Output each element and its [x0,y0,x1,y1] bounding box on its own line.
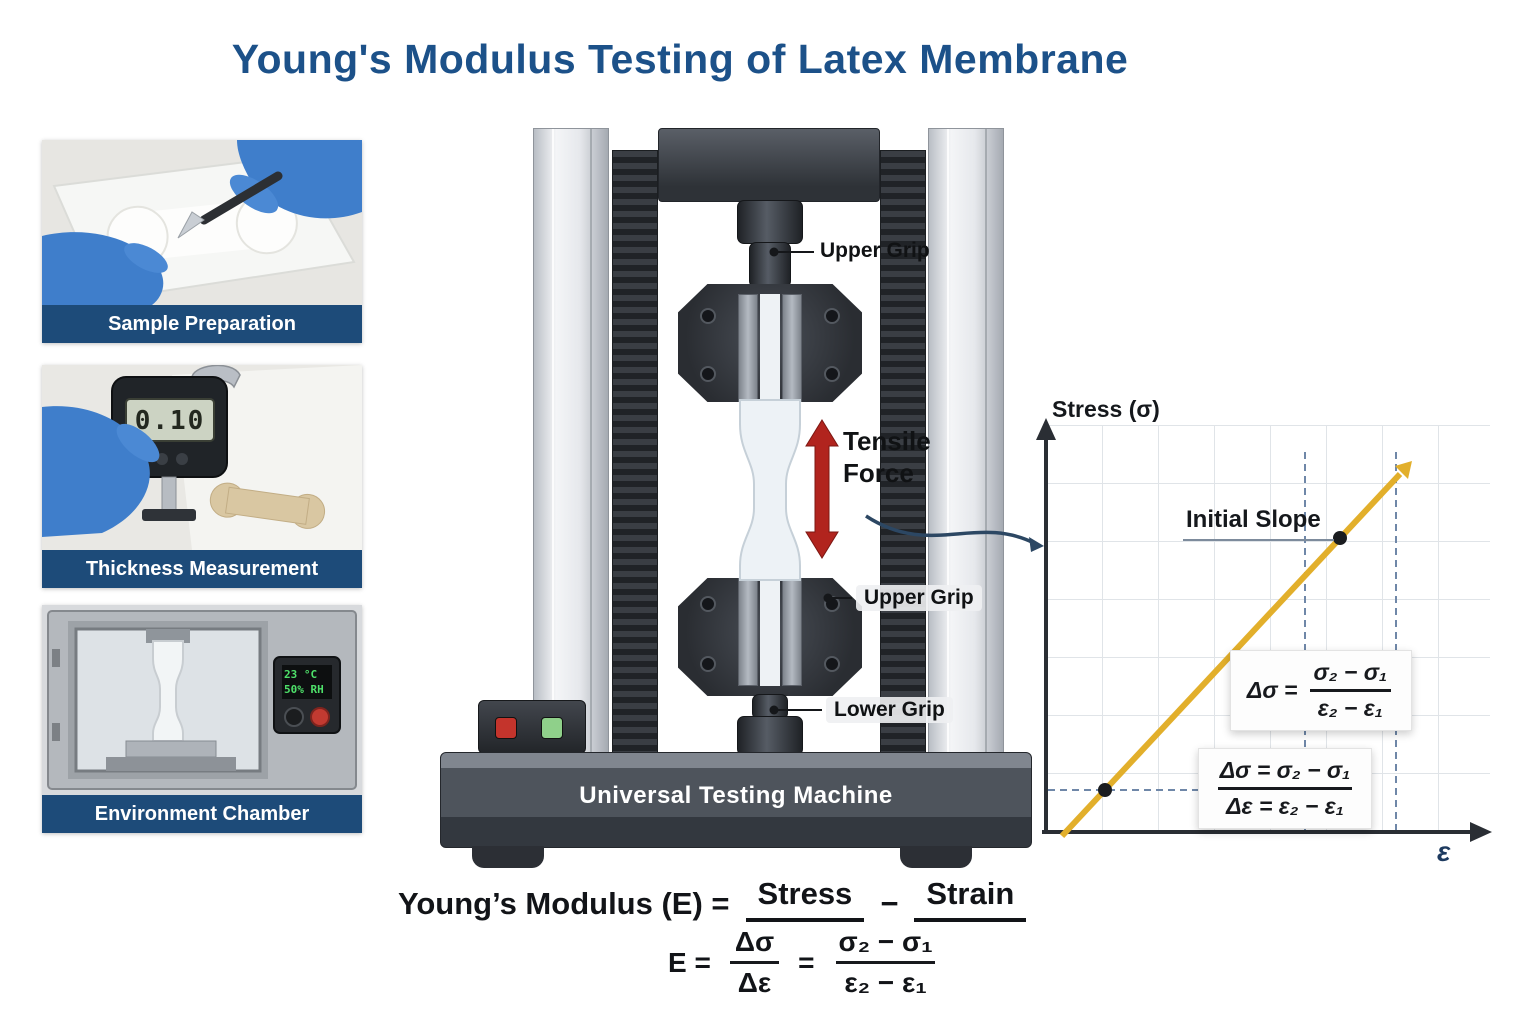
chamber-black-button-icon [284,707,304,727]
machine-control-panel [478,700,586,754]
machine-foot [900,846,972,868]
x-axis-label: ε [1437,836,1451,867]
chamber-top-bracket [146,629,190,643]
formula-fraction: Δσ = σ₂ − σ₁ Δε = ε₂ − ε₁ [1212,757,1359,820]
sample-preparation-illustration [42,140,362,305]
slope-formula-box-2: Δσ = σ₂ − σ₁ Δε = ε₂ − ε₁ [1198,748,1372,829]
environment-chamber-illustration [42,605,362,795]
lower-grip-body [678,578,862,696]
formula-fraction: σ₂ − σ₁ ε₂ − ε₁ [1305,659,1395,722]
fraction-numerator: Δσ [734,926,775,957]
chamber-temperature: 23 °C [284,668,318,681]
chamber-humidity: 50% RH [284,683,324,696]
bolt-icon [824,656,840,672]
sigma-epsilon-fraction: σ₂ − σ₁ ε₂ − ε₁ [830,926,940,999]
gauge-anvil [142,509,196,521]
youngs-modulus-equation-line1: Young’s Modulus (E) = Stress − Strain [398,876,1027,922]
mid-grip-label: Upper Grip [856,585,982,611]
fraction-denominator: ε₂ − ε₁ [1309,689,1391,722]
thickness-measurement-photo [42,365,362,550]
gauge-lcd [125,398,215,442]
chamber-display [282,665,332,699]
e-prefix: E = [668,946,711,978]
gauge-reading: 0.10 [134,406,206,436]
machine-crosshead [658,128,880,202]
stress-term: Stress [745,876,865,922]
bolt-icon [824,596,840,612]
scalpel-blade [177,211,205,239]
thickness-measurement-illustration [42,365,362,550]
chamber-hinge [52,723,60,741]
chamber-red-button-icon [310,707,330,727]
machine-right-column [928,128,1004,758]
fraction-numerator: σ₂ − σ₁ [838,926,933,957]
lower-jaw-plate [782,578,802,686]
caption-sample-preparation: Sample Preparation [42,305,362,343]
environment-chamber-photo [42,605,362,795]
equation-prefix: Young’s Modulus (E) = [398,886,730,921]
slope-formula-box-1: Δσ = σ₂ − σ₁ ε₂ − ε₁ [1230,650,1412,731]
lower-jaw-specimen [760,578,780,686]
machine-base-label: Universal Testing Machine [579,782,893,809]
initial-slope-annotation: Initial Slope [1186,506,1321,533]
fraction-numerator: σ₂ − σ₁ [1313,659,1388,685]
machine-base [440,752,1032,848]
bolt-icon [700,308,716,324]
lower-grip-cylinder [737,716,803,756]
chamber-readout: 23 °C 50% RH [284,667,332,697]
machine-left-column [533,128,609,758]
bolt-icon [824,308,840,324]
upper-grip-cylinder [737,200,803,244]
tan-dogbone-sample [209,482,326,529]
bolt-icon [700,366,716,382]
gauge-button-icon [176,453,188,465]
tensile-force-label-1: Tensile [843,426,931,456]
gauge-spindle [161,476,177,512]
caption-environment-chamber: Environment Chamber [42,795,362,833]
chamber-base-plate [106,757,236,771]
tensile-force-arrow-icon [805,419,839,559]
page-title: Young's Modulus Testing of Latex Membran… [231,36,1129,82]
delta-fraction: Δσ Δε [727,926,782,999]
dogbone-sample [106,192,298,268]
lower-grip-label: Lower Grip [826,697,953,723]
connector-arrowhead-icon [1029,537,1044,552]
caption-thickness-measurement: Thickness Measurement [42,550,362,588]
youngs-modulus-equation-line2: E = Δσ Δε = σ₂ − σ₁ ε₂ − ε₁ [668,926,941,999]
fraction-denominator: ε₂ − ε₁ [836,961,935,999]
upper-jaw-plate [738,294,758,402]
chamber-platform [125,740,217,758]
lower-jaw-plate [738,578,758,686]
panel-thickness-measurement: Thickness Measurement [42,365,362,588]
upper-grip-label: Upper Grip [820,239,930,262]
latex-specimen [739,399,801,581]
upper-jaw-plate [782,294,802,402]
machine-foot [472,846,544,868]
stop-button-icon [495,717,517,739]
upper-jaw-specimen [760,294,780,402]
fraction-denominator: Δε = ε₂ − ε₁ [1218,787,1352,820]
panel-sample-preparation: Sample Preparation [42,140,362,343]
formula-prefix: Δσ = [1246,677,1298,703]
fraction-numerator: Δσ = σ₂ − σ₁ [1219,757,1351,783]
machine-left-leadscrew [612,150,658,758]
equals-sign: = [798,946,815,978]
machine-right-leadscrew [880,150,926,758]
sample-preparation-photo [42,140,362,305]
fraction-denominator: Δε [729,961,780,999]
start-button-icon [541,717,563,739]
bolt-icon [824,366,840,382]
scalpel-handle [199,171,283,225]
tensile-force-label-2: Force [843,458,914,488]
minus-sign: − [880,886,899,921]
bolt-icon [700,596,716,612]
panel-environment-chamber: Environment Chamber [42,605,362,833]
strain-term: Strain [914,876,1027,922]
chamber-hinge [52,649,60,667]
upper-grip-knob [749,242,791,288]
y-axis-label: Stress (σ) [1052,396,1160,422]
upper-grip-body [678,284,862,402]
bolt-icon [700,656,716,672]
